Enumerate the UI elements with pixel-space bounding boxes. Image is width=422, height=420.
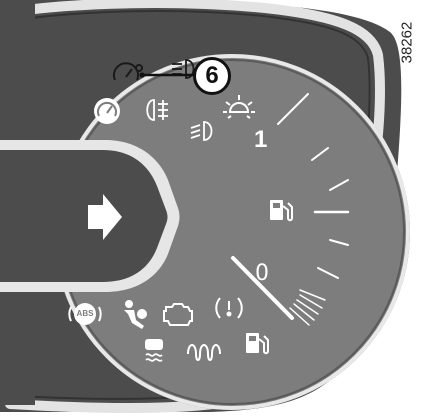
fuel-gauge-icon xyxy=(270,200,292,220)
low-fuel-icon xyxy=(246,333,268,353)
indicator-pod xyxy=(0,150,168,282)
reference-number-text: 38262 xyxy=(399,21,416,63)
speed-limiter-icon xyxy=(94,98,120,124)
reference-number: 38262 xyxy=(395,12,419,72)
dial-number-1: 1 xyxy=(254,126,267,154)
dial-zero-mark: 0 xyxy=(255,261,269,286)
abs-label: ABS xyxy=(72,309,98,318)
callout-number: 6 xyxy=(193,57,231,95)
